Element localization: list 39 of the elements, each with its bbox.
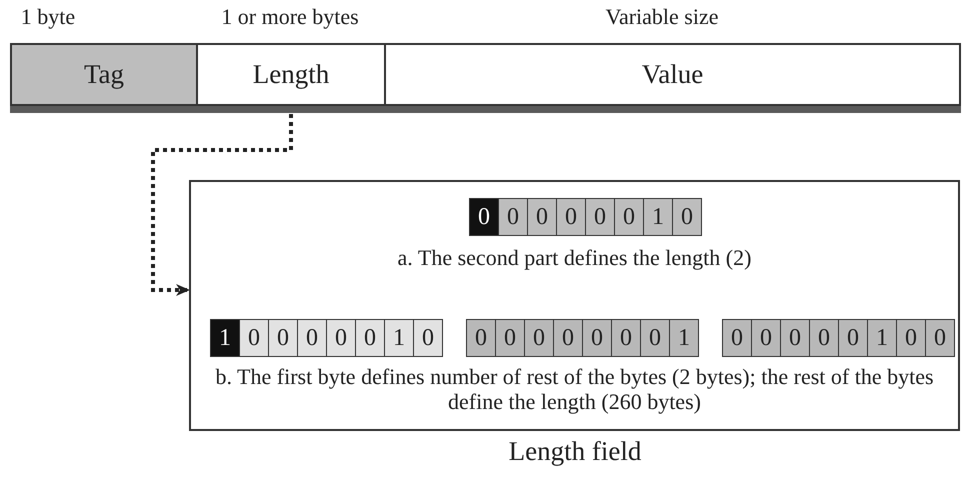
description-text: a. The second part defines the length (2)	[396, 245, 752, 270]
size-label: 1 or more bytes	[221, 4, 359, 30]
bit-cell: 0	[780, 319, 810, 357]
size-label: 1 byte	[20, 4, 76, 30]
bit-cell: 0	[239, 319, 269, 357]
bit-cell: 0	[498, 198, 528, 236]
bit-cell: 0	[751, 319, 781, 357]
size-label: Variable size	[606, 4, 718, 30]
bit-cell: 0	[466, 319, 496, 357]
bit-cell: 0	[672, 198, 702, 236]
bit-cell: 0	[925, 319, 955, 357]
bit-cell: 1	[867, 319, 897, 357]
bit-cell: 0	[326, 319, 356, 357]
bit-cell: 1	[210, 319, 240, 357]
bit-cell: 0	[809, 319, 839, 357]
bit-cell: 0	[582, 319, 612, 357]
bit-cell: 0	[611, 319, 641, 357]
bit-cell: 0	[268, 319, 298, 357]
bit-cell: 0	[469, 198, 499, 236]
bit-cell: 1	[669, 319, 699, 357]
example-panel	[189, 180, 960, 431]
bit-cell: 0	[495, 319, 525, 357]
bit-cell: 0	[585, 198, 615, 236]
bit-cell: 0	[838, 319, 868, 357]
bit-cell: 0	[614, 198, 644, 236]
bit-cell: 0	[297, 319, 327, 357]
description-text: b. The first byte defines number of rest of the bytes (2 bytes); the rest of the bytes define the length (260 bytes)	[214, 364, 935, 414]
bit-cell: 0	[527, 198, 557, 236]
bit-cell: 0	[355, 319, 385, 357]
bit-cell: 0	[556, 198, 586, 236]
bit-cell: 1	[384, 319, 414, 357]
bit-cell: 0	[896, 319, 926, 357]
bit-cell: 0	[524, 319, 554, 357]
bit-cell: 0	[722, 319, 752, 357]
caption: Length field	[508, 436, 642, 467]
bit-cell: 1	[643, 198, 673, 236]
bit-cell: 0	[640, 319, 670, 357]
bit-cell: 0	[413, 319, 443, 357]
bit-cell: 0	[553, 319, 583, 357]
